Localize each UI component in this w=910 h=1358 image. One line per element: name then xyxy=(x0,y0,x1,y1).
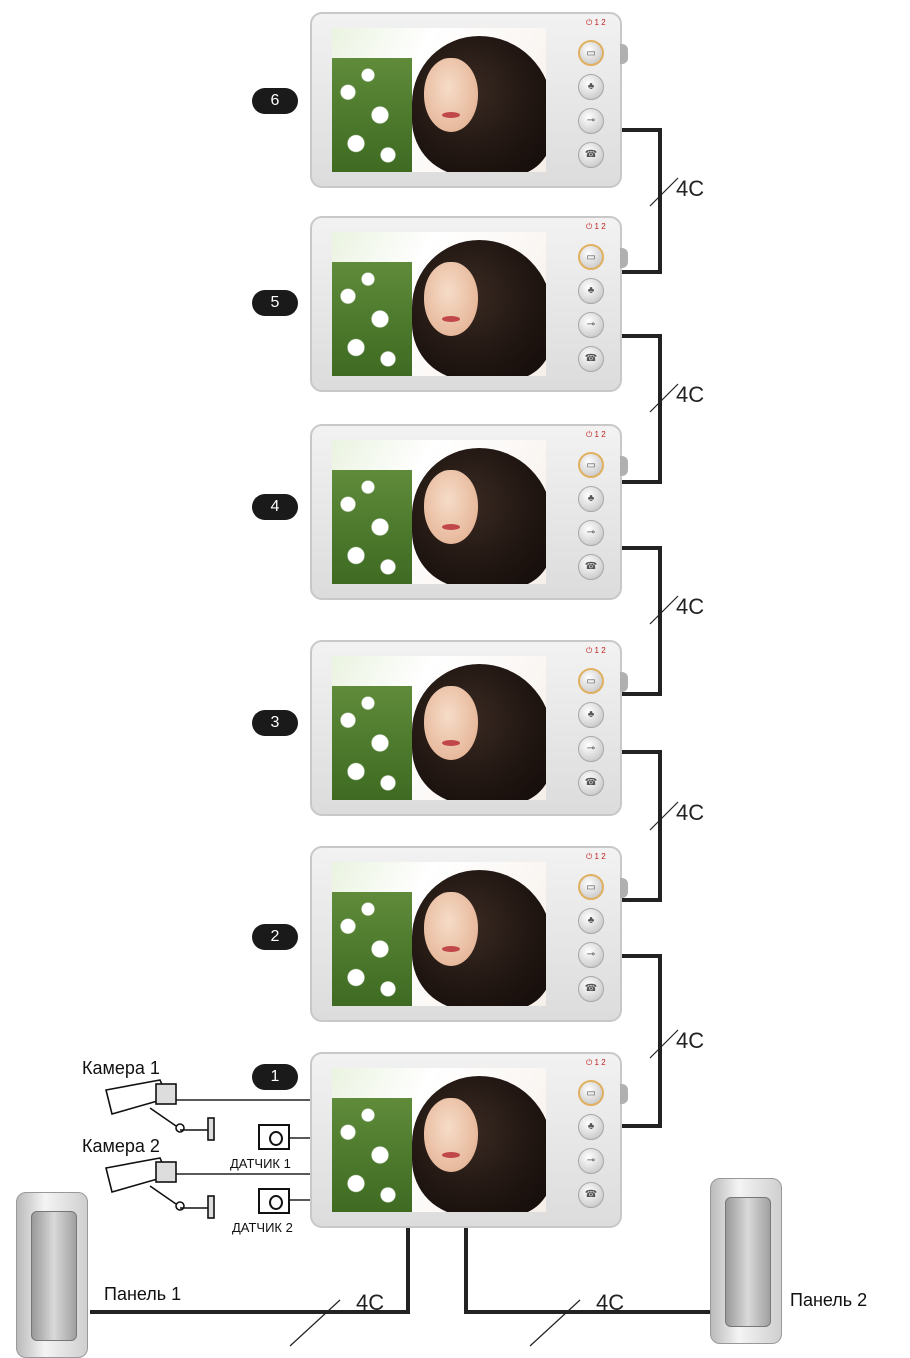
indicator-leds: ⏻ 1 2 xyxy=(586,646,606,655)
door-panel-2 xyxy=(710,1178,782,1344)
unlock-button[interactable]: ⊸ xyxy=(578,942,604,968)
monitor-screen xyxy=(332,1068,546,1212)
unlock-button[interactable]: ⊸ xyxy=(578,312,604,338)
menu-button[interactable]: ▭ xyxy=(578,40,604,66)
camera-2-label: Камера 2 xyxy=(82,1136,160,1156)
menu-button[interactable]: ▭ xyxy=(578,1080,604,1106)
wire-label-4c: 4C xyxy=(676,594,705,619)
wire-label-4c: 4C xyxy=(356,1290,385,1315)
wire-label-4c: 4C xyxy=(596,1290,625,1315)
monitor-screen xyxy=(332,232,546,376)
monitor-6: ⏻ 1 2 ▭ ♣ ⊸ ☎ xyxy=(310,12,628,188)
camera-button[interactable]: ♣ xyxy=(578,1114,604,1140)
camera-button[interactable]: ♣ xyxy=(578,908,604,934)
wire-label-4c: 4C xyxy=(676,800,705,825)
monitor-1: ⏻ 1 2 ▭ ♣ ⊸ ☎ xyxy=(310,1052,628,1228)
monitor-number-3: 3 xyxy=(252,710,298,736)
monitor-screen xyxy=(332,656,546,800)
monitor-number-4: 4 xyxy=(252,494,298,520)
monitor-4: ⏻ 1 2 ▭ ♣ ⊸ ☎ xyxy=(310,424,628,600)
monitor-2: ⏻ 1 2 ▭ ♣ ⊸ ☎ xyxy=(310,846,628,1022)
monitor-screen xyxy=(332,862,546,1006)
camera-2-icon xyxy=(105,1157,215,1219)
menu-button[interactable]: ▭ xyxy=(578,668,604,694)
wire-label-4c: 4C xyxy=(676,382,705,407)
unlock-button[interactable]: ⊸ xyxy=(578,520,604,546)
monitor-screen xyxy=(332,440,546,584)
wire-label-4c: 4C xyxy=(676,1028,705,1053)
camera-1-icon xyxy=(105,1079,215,1141)
panel-1-label: Панель 1 xyxy=(104,1284,182,1304)
sensor-1-label: ДАТЧИК 1 xyxy=(230,1156,291,1171)
menu-button[interactable]: ▭ xyxy=(578,244,604,270)
call-button[interactable]: ☎ xyxy=(578,142,604,168)
monitor-number-5: 5 xyxy=(252,290,298,316)
camera-button[interactable]: ♣ xyxy=(578,74,604,100)
door-panel-1 xyxy=(16,1192,88,1358)
camera-button[interactable]: ♣ xyxy=(578,278,604,304)
sensor-2-label: ДАТЧИК 2 xyxy=(232,1220,293,1235)
indicator-leds: ⏻ 1 2 xyxy=(586,1058,606,1067)
menu-button[interactable]: ▭ xyxy=(578,874,604,900)
monitor-screen xyxy=(332,28,546,172)
unlock-button[interactable]: ⊸ xyxy=(578,108,604,134)
monitor-number-1: 1 xyxy=(252,1064,298,1090)
camera-1-label: Камера 1 xyxy=(82,1058,160,1078)
call-button[interactable]: ☎ xyxy=(578,554,604,580)
monitor-number-2: 2 xyxy=(252,924,298,950)
call-button[interactable]: ☎ xyxy=(578,346,604,372)
call-button[interactable]: ☎ xyxy=(578,770,604,796)
unlock-button[interactable]: ⊸ xyxy=(578,736,604,762)
sensor-2-icon xyxy=(258,1188,290,1214)
monitor-5: ⏻ 1 2 ▭ ♣ ⊸ ☎ xyxy=(310,216,628,392)
menu-button[interactable]: ▭ xyxy=(578,452,604,478)
wire-label-4c: 4C xyxy=(676,176,705,201)
indicator-leds: ⏻ 1 2 xyxy=(586,430,606,439)
monitor-3: ⏻ 1 2 ▭ ♣ ⊸ ☎ xyxy=(310,640,628,816)
sensor-1-icon xyxy=(258,1124,290,1150)
call-button[interactable]: ☎ xyxy=(578,976,604,1002)
panel-2-label: Панель 2 xyxy=(790,1290,868,1310)
camera-button[interactable]: ♣ xyxy=(578,702,604,728)
unlock-button[interactable]: ⊸ xyxy=(578,1148,604,1174)
indicator-leds: ⏻ 1 2 xyxy=(586,852,606,861)
indicator-leds: ⏻ 1 2 xyxy=(586,18,606,27)
indicator-leds: ⏻ 1 2 xyxy=(586,222,606,231)
camera-button[interactable]: ♣ xyxy=(578,486,604,512)
monitor-number-6: 6 xyxy=(252,88,298,114)
call-button[interactable]: ☎ xyxy=(578,1182,604,1208)
